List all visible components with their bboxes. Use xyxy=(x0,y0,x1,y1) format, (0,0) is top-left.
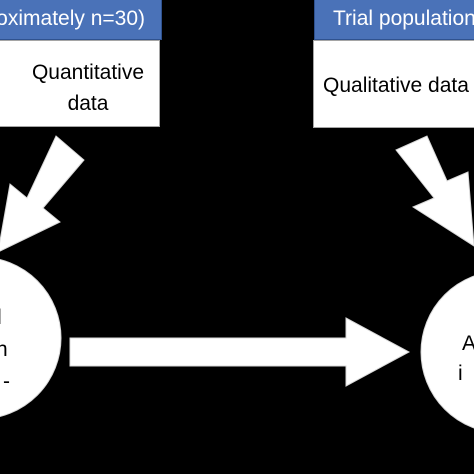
right-circle xyxy=(420,275,474,429)
right-circle-text-line-1: A xyxy=(462,332,474,355)
quantitative-data-box: Quantitative data xyxy=(0,40,160,127)
left-circle-text-line-2: n xyxy=(0,338,8,361)
right-header-text: Trial population xyxy=(333,7,474,30)
left-header-text: proximately n=30) xyxy=(0,7,145,30)
qualitative-data-text: Qualitative data xyxy=(323,74,469,97)
right-circle-text-line-2: i xyxy=(458,362,463,385)
left-circle-text-line-3: - xyxy=(3,370,10,393)
arrow-left-down xyxy=(0,135,85,252)
right-header-box: Trial population xyxy=(314,0,474,40)
arrow-horizontal xyxy=(69,317,411,387)
qualitative-data-box: Qualitative data xyxy=(313,40,474,128)
quantitative-data-text: Quantitative data xyxy=(31,61,145,115)
left-header-box: proximately n=30) xyxy=(0,0,162,40)
left-circle xyxy=(0,259,62,417)
left-circle-text-line-1: l xyxy=(0,302,2,333)
arrow-right-down xyxy=(395,135,474,247)
